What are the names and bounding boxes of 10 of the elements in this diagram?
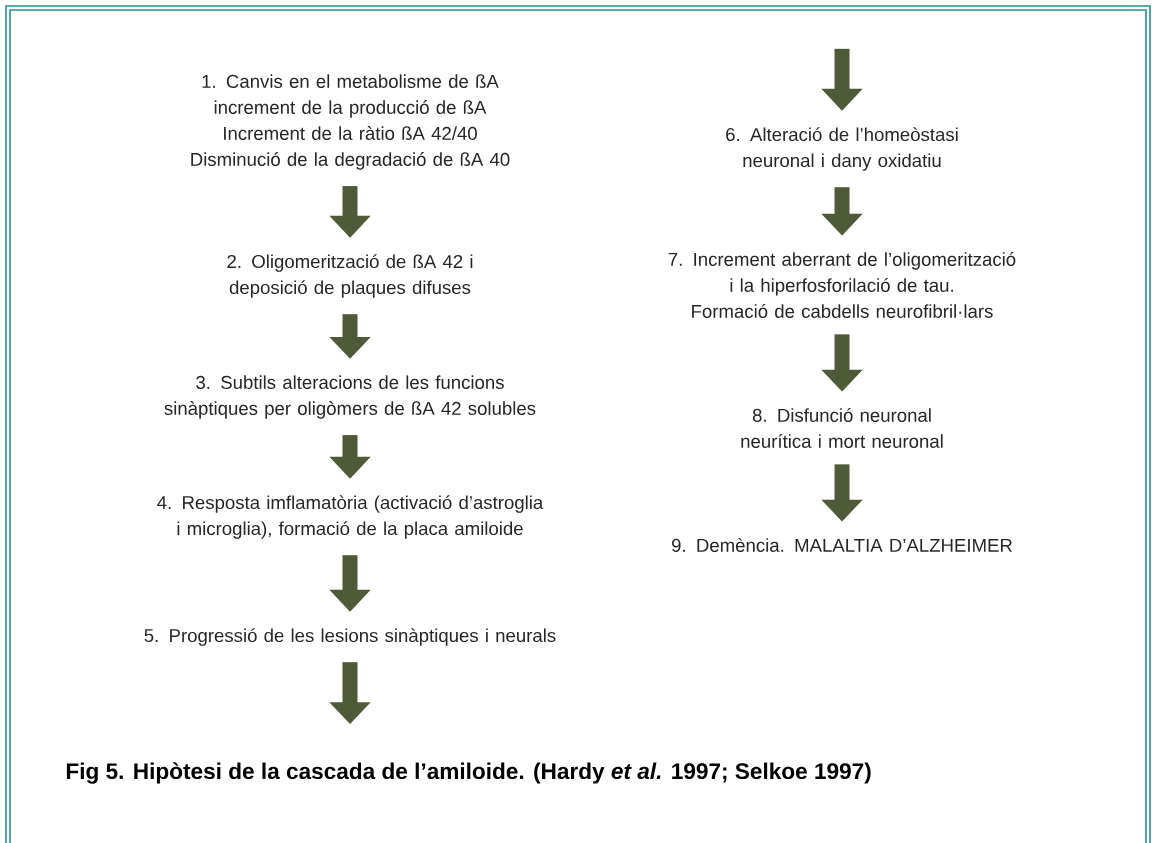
step-text: 6. Alteració de l’homeòstasi neuronal i dany oxidatiu [726, 127, 958, 171]
step-text: 1. Canvis en el metabolisme de ßA increment de la producció de ßA Increment de la ràtio ßA 42/40 Disminució de la degradació de ßA 40 [191, 74, 510, 170]
figure-caption: Fig 5. Hipòtesi de la cascada de l’amiloide. (Hardy et al. 1997; Selkoe 1997) [66, 762, 871, 784]
step-text: 4. Resposta imflamatòria (activació d’astroglia i microglia), formació de la placa amiloide [157, 495, 544, 539]
step-text: 7. Increment aberrant de l’oligomerització i la hiperfosforilació de tau. Formació de cabdells neurofibril·lars [668, 252, 1016, 318]
step-text: 9. Demència. MALALTIA D’ALZHEIMER [672, 538, 1012, 552]
step-text: 2. Oligomerització de ßA 42 i deposició de plaques difuses [227, 254, 473, 298]
step-text: 5. Progressió de les lesions sinàptiques i neurals [144, 628, 556, 646]
step-text: 8. Disfunció neuronal neurítica i mort neuronal [741, 408, 943, 448]
step-text: 3. Subtils alteracions de les funcions sinàptiques per oligòmers de ßA 42 solubles [164, 375, 536, 419]
